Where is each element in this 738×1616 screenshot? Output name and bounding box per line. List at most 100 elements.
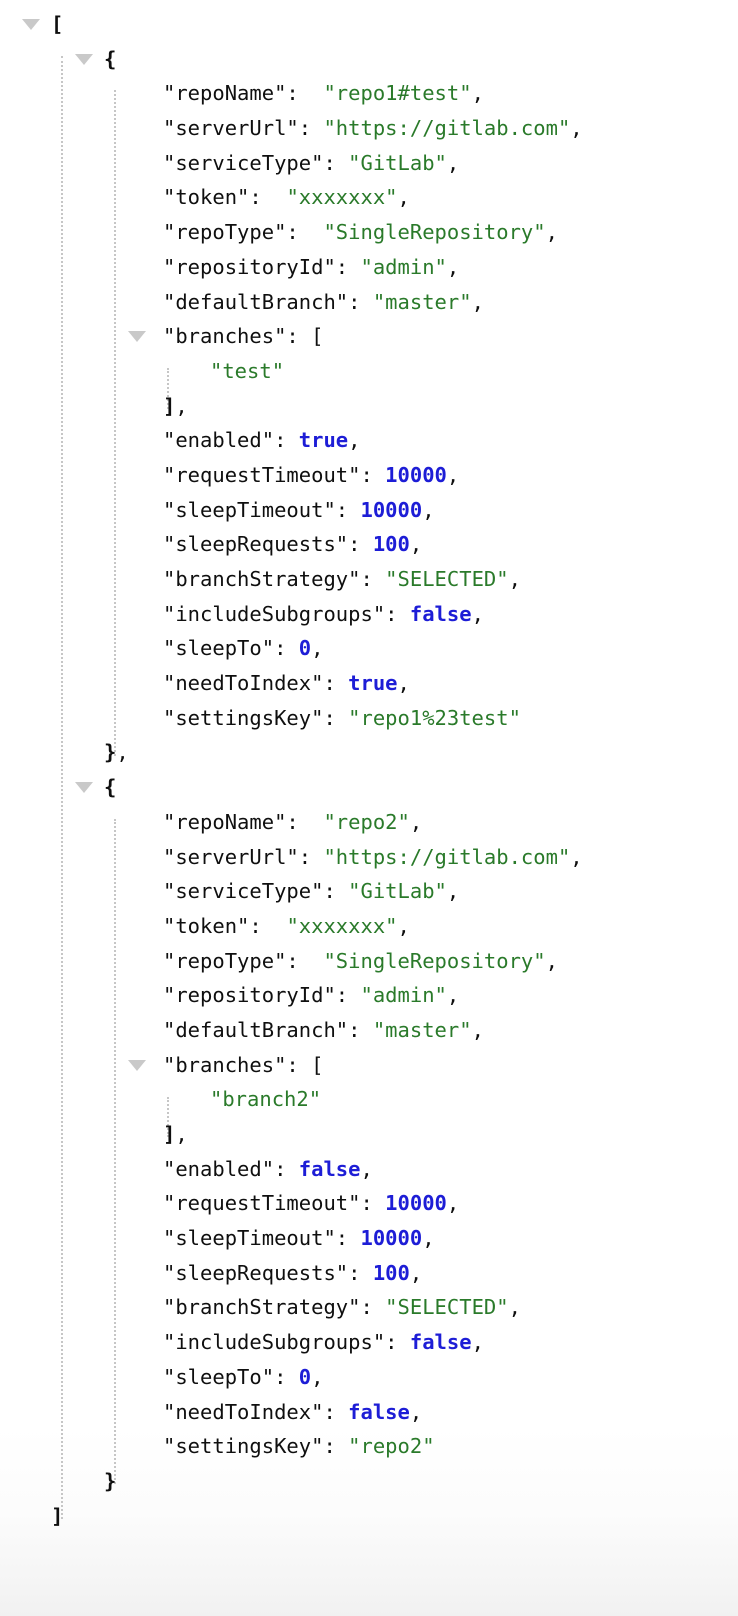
json-punctuation: [ <box>311 324 324 349</box>
json-key: "includeSubgroups" <box>163 601 386 626</box>
json-key: "sleepRequests" <box>163 532 349 557</box>
json-punctuation: : <box>335 1226 361 1251</box>
json-punctuation: : <box>360 567 386 591</box>
json-punctuation: [ <box>311 1052 324 1077</box>
json-punctuation: : <box>360 1191 386 1216</box>
json-line: "settingsKey": "repo1%23test" <box>0 701 738 736</box>
json-line: [ <box>0 7 738 42</box>
json-key: "serverUrl" <box>163 844 299 869</box>
json-punctuation: , <box>397 913 410 938</box>
json-punctuation: , <box>311 1364 324 1389</box>
json-key: "sleepTo" <box>163 636 275 661</box>
json-punctuation: , <box>446 983 460 1008</box>
json-key: "branchStrategy" <box>163 567 361 591</box>
json-punctuation: , <box>570 116 583 141</box>
json-line: "settingsKey": "repo2" <box>0 1429 738 1464</box>
json-bracket: } <box>104 1468 117 1493</box>
json-line: "branchStrategy": "SELECTED", <box>0 1290 738 1325</box>
json-line: "branches": [ <box>0 1048 738 1083</box>
json-line-text: "token": "xxxxxxx", <box>163 909 410 944</box>
json-key: "requestTimeout" <box>163 462 361 487</box>
triangle-down-icon[interactable] <box>128 331 146 343</box>
json-key: "enabled" <box>163 428 275 453</box>
json-line-text: "repoName": "repo1#test", <box>163 76 484 111</box>
json-bracket: } <box>104 740 117 765</box>
json-string: "https://gitlab.com" <box>323 844 571 869</box>
json-punctuation: : <box>286 220 324 245</box>
json-bracket: ] <box>51 1503 64 1528</box>
json-line-text: "repositoryId": "admin", <box>163 250 459 285</box>
json-punctuation: , <box>409 532 423 557</box>
json-string: "test" <box>210 358 285 383</box>
json-key: "sleepTimeout" <box>163 1226 336 1251</box>
json-line: } <box>0 1464 738 1499</box>
json-line-text: "needToIndex": false, <box>163 1395 422 1430</box>
json-punctuation: , <box>545 220 558 245</box>
json-key: "includeSubgroups" <box>163 1330 386 1355</box>
json-line-text: "settingsKey": "repo1%23test" <box>163 701 521 736</box>
json-punctuation: , <box>360 1156 373 1181</box>
json-string: "repo1%23test" <box>348 705 521 730</box>
json-line: "sleepTo": 0, <box>0 1360 738 1395</box>
json-line-text: "sleepRequests": 100, <box>163 1256 422 1291</box>
json-line-text: "requestTimeout": 10000, <box>163 458 459 493</box>
triangle-down-icon[interactable] <box>22 19 40 30</box>
triangle-down-icon[interactable] <box>128 1059 146 1071</box>
json-line: "sleepTo": 0, <box>0 631 738 666</box>
json-line-text: { <box>104 770 116 805</box>
json-punctuation: : <box>385 601 410 626</box>
json-punctuation: : <box>274 636 299 661</box>
json-key: "defaultBranch" <box>163 289 349 314</box>
json-line: "requestTimeout": 10000, <box>0 458 738 493</box>
json-punctuation: : <box>360 1295 386 1320</box>
json-key: "branchStrategy" <box>163 1295 361 1320</box>
json-line-text: } <box>104 1464 116 1499</box>
json-key: "repoType" <box>163 948 287 973</box>
json-key: "sleepTimeout" <box>163 497 336 522</box>
json-string: "admin" <box>360 983 447 1008</box>
json-line-text: "branches": [ <box>163 1048 323 1083</box>
json-line-text: "defaultBranch": "master", <box>163 285 484 320</box>
json-key: "sleepTo" <box>163 1364 275 1389</box>
json-number: 0 <box>298 636 312 661</box>
json-line-text: "repositoryId": "admin", <box>163 978 459 1013</box>
json-key: "repoName" <box>163 809 287 834</box>
json-line: "repositoryId": "admin", <box>0 250 738 285</box>
triangle-down-icon[interactable] <box>75 782 93 794</box>
json-line-text: "sleepTimeout": 10000, <box>163 1221 435 1256</box>
json-line: "repositoryId": "admin", <box>0 978 738 1013</box>
json-punctuation: : <box>323 1434 349 1459</box>
json-key: "repoType" <box>163 220 287 245</box>
json-punctuation: : <box>323 150 349 175</box>
json-line-text: "branchStrategy": "SELECTED", <box>163 1290 521 1325</box>
json-punctuation: , <box>446 150 460 175</box>
json-punctuation: , <box>409 1260 423 1285</box>
json-line-text: "settingsKey": "repo2" <box>163 1429 435 1464</box>
json-line: "enabled": true, <box>0 423 738 458</box>
json-line: "test" <box>0 354 738 389</box>
json-line-text: "sleepTimeout": 10000, <box>163 493 435 528</box>
json-line-text: "enabled": false, <box>163 1152 373 1187</box>
json-punctuation: : <box>286 324 312 349</box>
json-line: ], <box>0 389 738 424</box>
json-punctuation: : <box>286 809 324 834</box>
json-number: 100 <box>372 532 410 557</box>
json-number: 0 <box>298 1364 312 1389</box>
json-punctuation: : <box>274 1156 299 1181</box>
json-boolean: true <box>348 671 398 696</box>
json-line: "repoType": "SingleRepository", <box>0 215 738 250</box>
json-boolean: false <box>409 1330 472 1355</box>
json-number: 10000 <box>360 1226 423 1251</box>
json-line-text: "sleepTo": 0, <box>163 631 323 666</box>
json-line: "token": "xxxxxxx", <box>0 180 738 215</box>
triangle-down-icon[interactable] <box>75 53 93 65</box>
json-line: "sleepRequests": 100, <box>0 1256 738 1291</box>
json-punctuation: : <box>360 462 386 487</box>
json-key: "needToIndex" <box>163 1399 324 1424</box>
json-line: "branchStrategy": "SELECTED", <box>0 562 738 597</box>
json-line-text: ] <box>51 1499 63 1534</box>
json-line: }, <box>0 735 738 770</box>
json-punctuation: , <box>446 462 460 487</box>
json-line-text: { <box>104 42 116 77</box>
json-line-text: "serviceType": "GitLab", <box>163 146 459 181</box>
